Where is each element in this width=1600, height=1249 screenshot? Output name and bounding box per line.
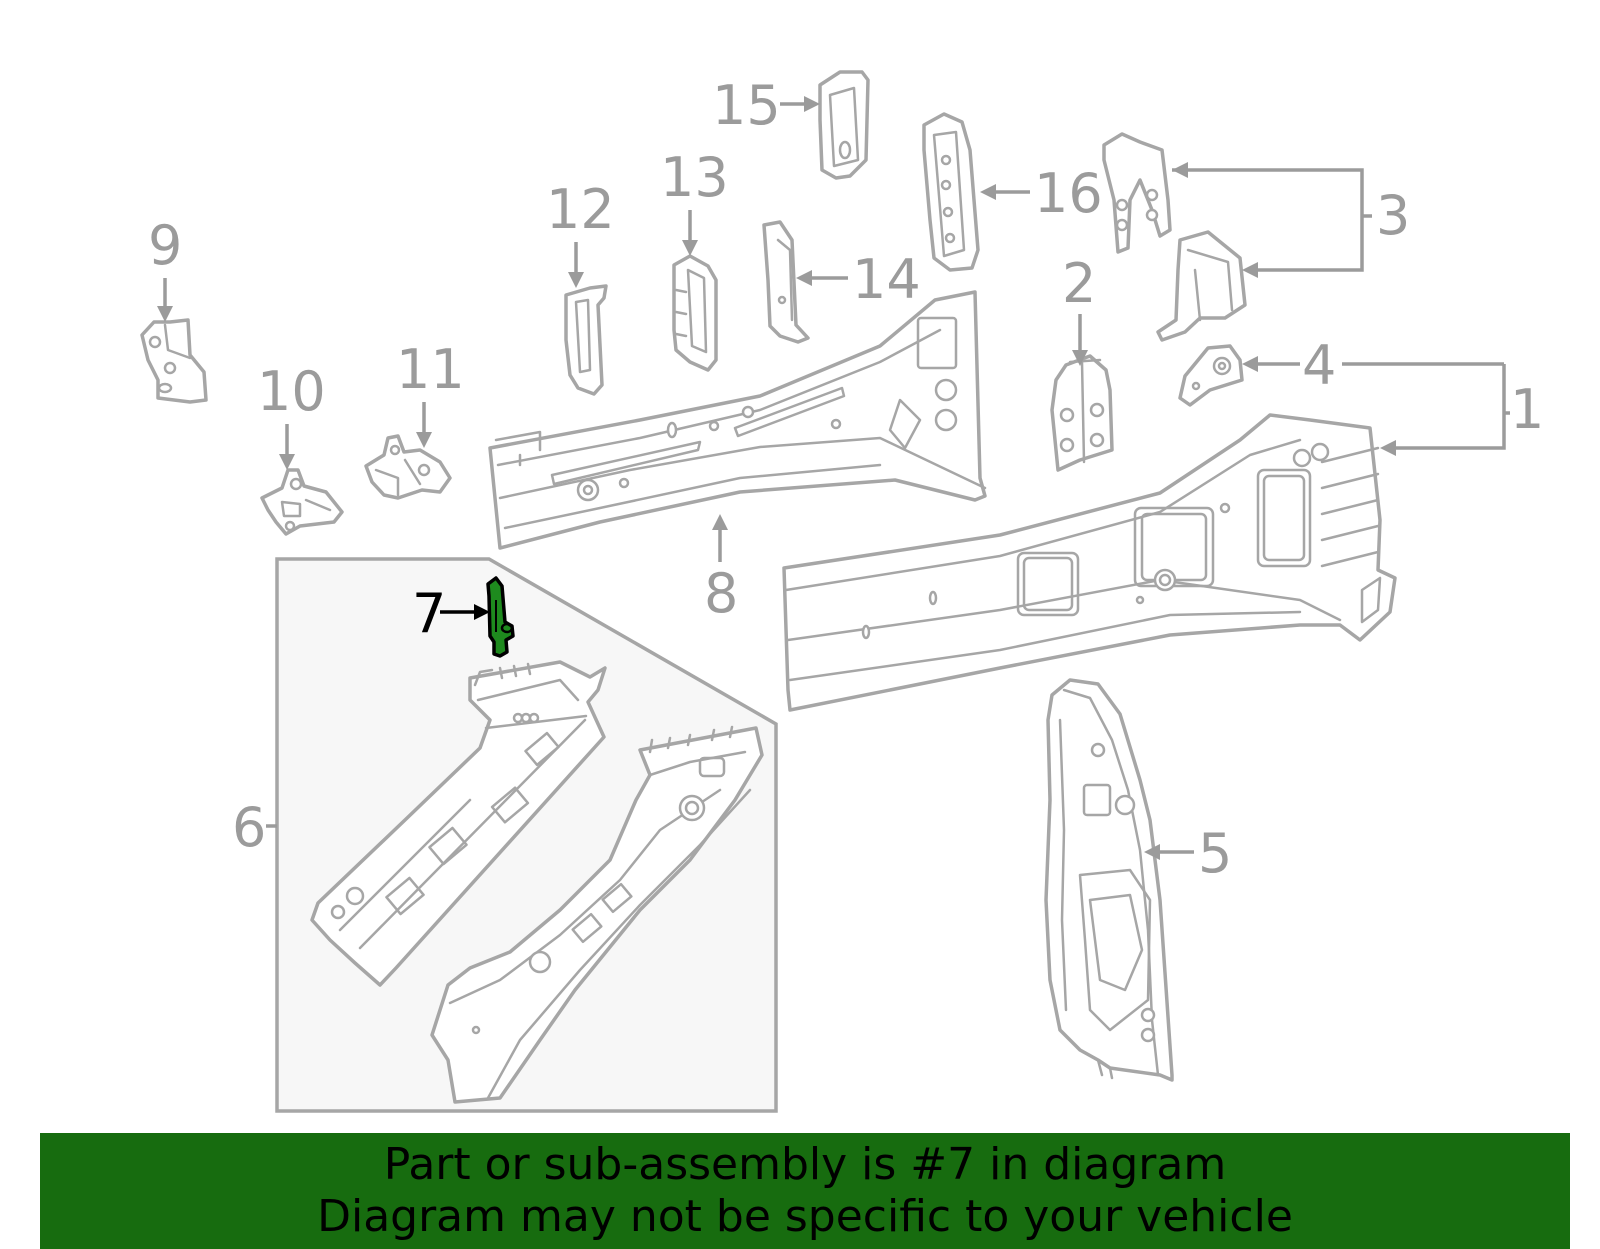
part-11-mount[interactable]: [364, 434, 452, 500]
part-10-mount[interactable]: [260, 468, 344, 536]
part-7-highlighted-bracket[interactable]: [486, 576, 515, 658]
part-5-pillar[interactable]: [1044, 678, 1174, 1082]
callout-13: 13: [660, 146, 729, 209]
callout-8: 8: [704, 562, 738, 625]
part-6-pillars[interactable]: [310, 660, 764, 1104]
callout-1: 1: [1510, 378, 1544, 441]
callout-11: 11: [396, 338, 465, 401]
callout-4: 4: [1302, 334, 1336, 397]
callout-10: 10: [257, 360, 326, 423]
part-9-bracket[interactable]: [140, 318, 208, 404]
callout-6: 6: [232, 796, 266, 859]
part-12-reinforcement[interactable]: [564, 284, 608, 396]
callout-12: 12: [546, 178, 615, 241]
callout-9: 9: [148, 214, 182, 277]
part-14-reinforcement[interactable]: [762, 220, 810, 344]
leader-lines: [157, 96, 1510, 860]
callout-16: 16: [1034, 162, 1103, 225]
part-15-plate[interactable]: [818, 70, 870, 180]
part-8-side-rail[interactable]: [488, 290, 987, 550]
callout-labels: 1 2 3 4 5 6 7 8 9 10 11 12 13 14 15 16: [148, 74, 1544, 885]
callout-3: 3: [1376, 184, 1410, 247]
callout-15: 15: [712, 74, 781, 137]
info-banner: Part or sub-assembly is #7 in diagram Di…: [40, 1133, 1570, 1249]
callout-14: 14: [852, 248, 921, 311]
part-2-bracket[interactable]: [1050, 354, 1114, 472]
banner-line-2: Diagram may not be specific to your vehi…: [317, 1191, 1293, 1242]
part-13-reinforcement[interactable]: [672, 254, 718, 372]
part-16-plate[interactable]: [922, 112, 980, 272]
banner-line-1: Part or sub-assembly is #7 in diagram: [383, 1139, 1227, 1190]
inset-box-part-6: [275, 557, 778, 1113]
callout-2: 2: [1062, 252, 1096, 315]
callout-7: 7: [412, 582, 446, 645]
part-1-main-rail[interactable]: [782, 413, 1397, 712]
callout-5: 5: [1198, 822, 1232, 885]
part-4-bracket[interactable]: [1178, 344, 1244, 407]
part-3-brackets[interactable]: [1102, 132, 1247, 342]
